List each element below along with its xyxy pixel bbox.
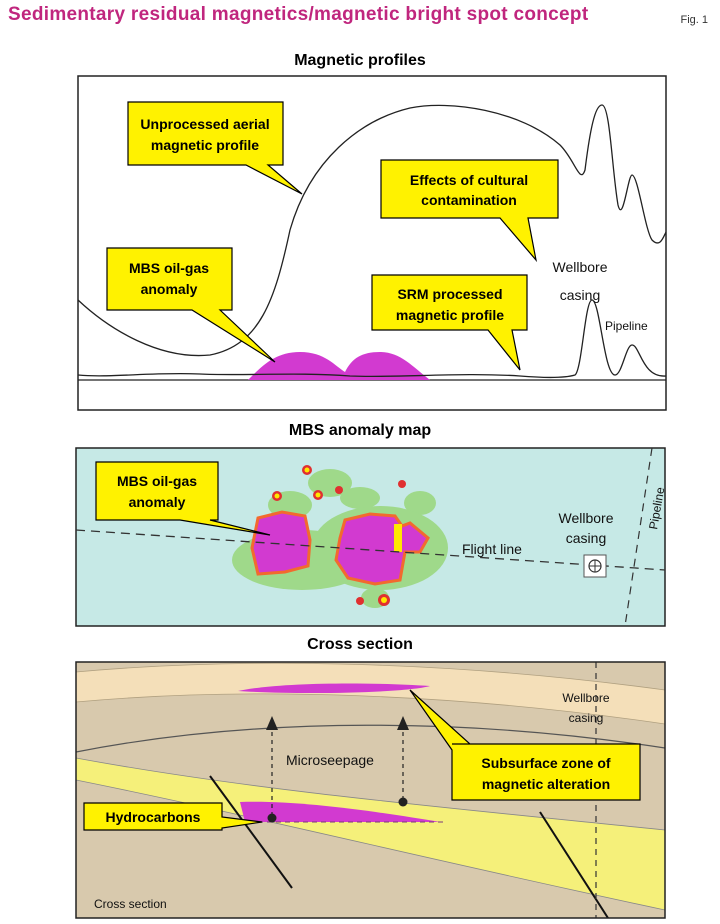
mbs-anomaly-shape — [248, 352, 430, 380]
shallow-layer — [76, 662, 665, 725]
callout-mbs-map — [95, 461, 271, 536]
callout-srm-line2: magnetic profile — [396, 307, 504, 323]
main-title: Sedimentary residual magnetics/magnetic … — [8, 4, 589, 25]
callout-cultural — [380, 159, 559, 263]
callout-subsurface-line2: magnetic alteration — [482, 776, 610, 792]
callout-unprocessed-line1: Unprocessed aerial — [140, 116, 269, 132]
fault-left — [209, 775, 293, 889]
map-pipeline-line — [624, 447, 653, 627]
callout-mbs-profile-line1: MBS oil-gas — [129, 260, 209, 276]
microseepage-label: Microseepage — [286, 752, 374, 768]
map-anomaly-core — [394, 524, 402, 552]
hydrocarbon-accumulation — [240, 801, 440, 822]
horizon-line — [76, 724, 665, 753]
map-anomaly-east — [334, 512, 430, 586]
fault-right — [539, 811, 609, 918]
callout-mbs-map-line1: MBS oil-gas — [117, 473, 197, 489]
map-wellbore-label-2: casing — [566, 530, 606, 546]
callout-mbs-profile-line2: anomaly — [141, 281, 198, 297]
flight-line — [75, 529, 666, 571]
map-wellbore-label-1: Wellbore — [559, 510, 614, 526]
xs-wellbore-label-1: Wellbore — [562, 691, 609, 705]
reservoir-layer — [76, 757, 665, 911]
callout-cultural-line1: Effects of cultural — [410, 172, 528, 188]
callout-unprocessed — [127, 101, 303, 195]
callout-srm — [371, 274, 528, 371]
callout-subsurface-line1: Subsurface zone of — [481, 755, 610, 771]
cross-section-frame — [75, 661, 666, 919]
map-title: MBS anomaly map — [288, 422, 432, 439]
profile-wellbore-label-2: casing — [560, 287, 600, 303]
callout-srm-line1: SRM processed — [397, 286, 502, 302]
srm-processed-profile — [77, 299, 667, 379]
callout-mbs-profile — [106, 247, 276, 363]
profile-wellbore-label-1: Wellbore — [553, 259, 608, 275]
profiles-title: Magnetic profiles — [294, 52, 426, 69]
callout-cultural-line2: contamination — [421, 192, 517, 208]
xs-wellbore-label-2: casing — [569, 711, 604, 725]
callout-subsurface — [409, 689, 641, 801]
flight-line-label: Flight line — [462, 541, 522, 557]
callout-mbs-map-line2: anomaly — [129, 494, 186, 510]
cross-section-title: Cross section — [307, 636, 413, 653]
profile-pipeline-label: Pipeline — [605, 319, 648, 333]
callout-hydrocarbons-label: Hydrocarbons — [106, 809, 201, 825]
map-anomaly-west — [250, 510, 312, 576]
callout-unprocessed-line2: magnetic profile — [151, 137, 259, 153]
map-hotspots — [272, 465, 406, 606]
figure-label: Fig. 1 — [680, 14, 708, 26]
cross-section-corner-label: Cross section — [94, 897, 167, 911]
alteration-zone — [238, 683, 430, 694]
callout-hydrocarbons — [83, 802, 263, 831]
unprocessed-profile — [77, 104, 667, 357]
